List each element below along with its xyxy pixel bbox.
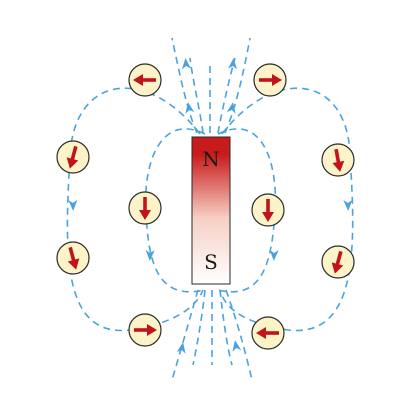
field-lines [66, 37, 354, 381]
field-line [66, 87, 204, 332]
field-arrow-icon [269, 249, 279, 261]
field-arrow-icon [343, 199, 353, 211]
field-line [224, 37, 251, 134]
compass-needle-icon [251, 316, 285, 350]
compasses [56, 63, 355, 350]
field-arrow-icon [68, 199, 78, 211]
field-arrowheads [68, 58, 353, 354]
magnet-body [191, 136, 231, 285]
field-line [171, 289, 199, 381]
compass-needle-icon [253, 63, 287, 97]
field-arrow-icon [228, 58, 238, 70]
compass-needle-icon [321, 245, 355, 279]
compass-needle-icon [128, 191, 162, 225]
field-line [171, 37, 198, 134]
field-arrow-icon [226, 102, 236, 114]
field-line [217, 57, 236, 134]
field-arrow-icon [181, 58, 191, 70]
field-arrow-icon [185, 102, 195, 114]
compass-needle-icon [128, 63, 162, 97]
field-line [189, 57, 204, 134]
bar-magnet: N S [191, 136, 231, 285]
field-arrow-icon [176, 342, 186, 354]
field-arrow-icon [145, 249, 155, 261]
field-line [219, 87, 354, 332]
compass-needle-icon [321, 143, 355, 177]
field-line [192, 289, 206, 366]
compass-needle-icon [128, 313, 162, 347]
compass-needle-icon [56, 140, 90, 174]
south-pole-label: S [204, 250, 218, 274]
field-line [219, 289, 233, 366]
compass-needle-icon [56, 241, 90, 275]
compass-needle-icon [251, 193, 285, 227]
field-line [225, 289, 253, 381]
field-arrow-icon [232, 340, 242, 352]
north-pole-label: N [202, 147, 220, 171]
